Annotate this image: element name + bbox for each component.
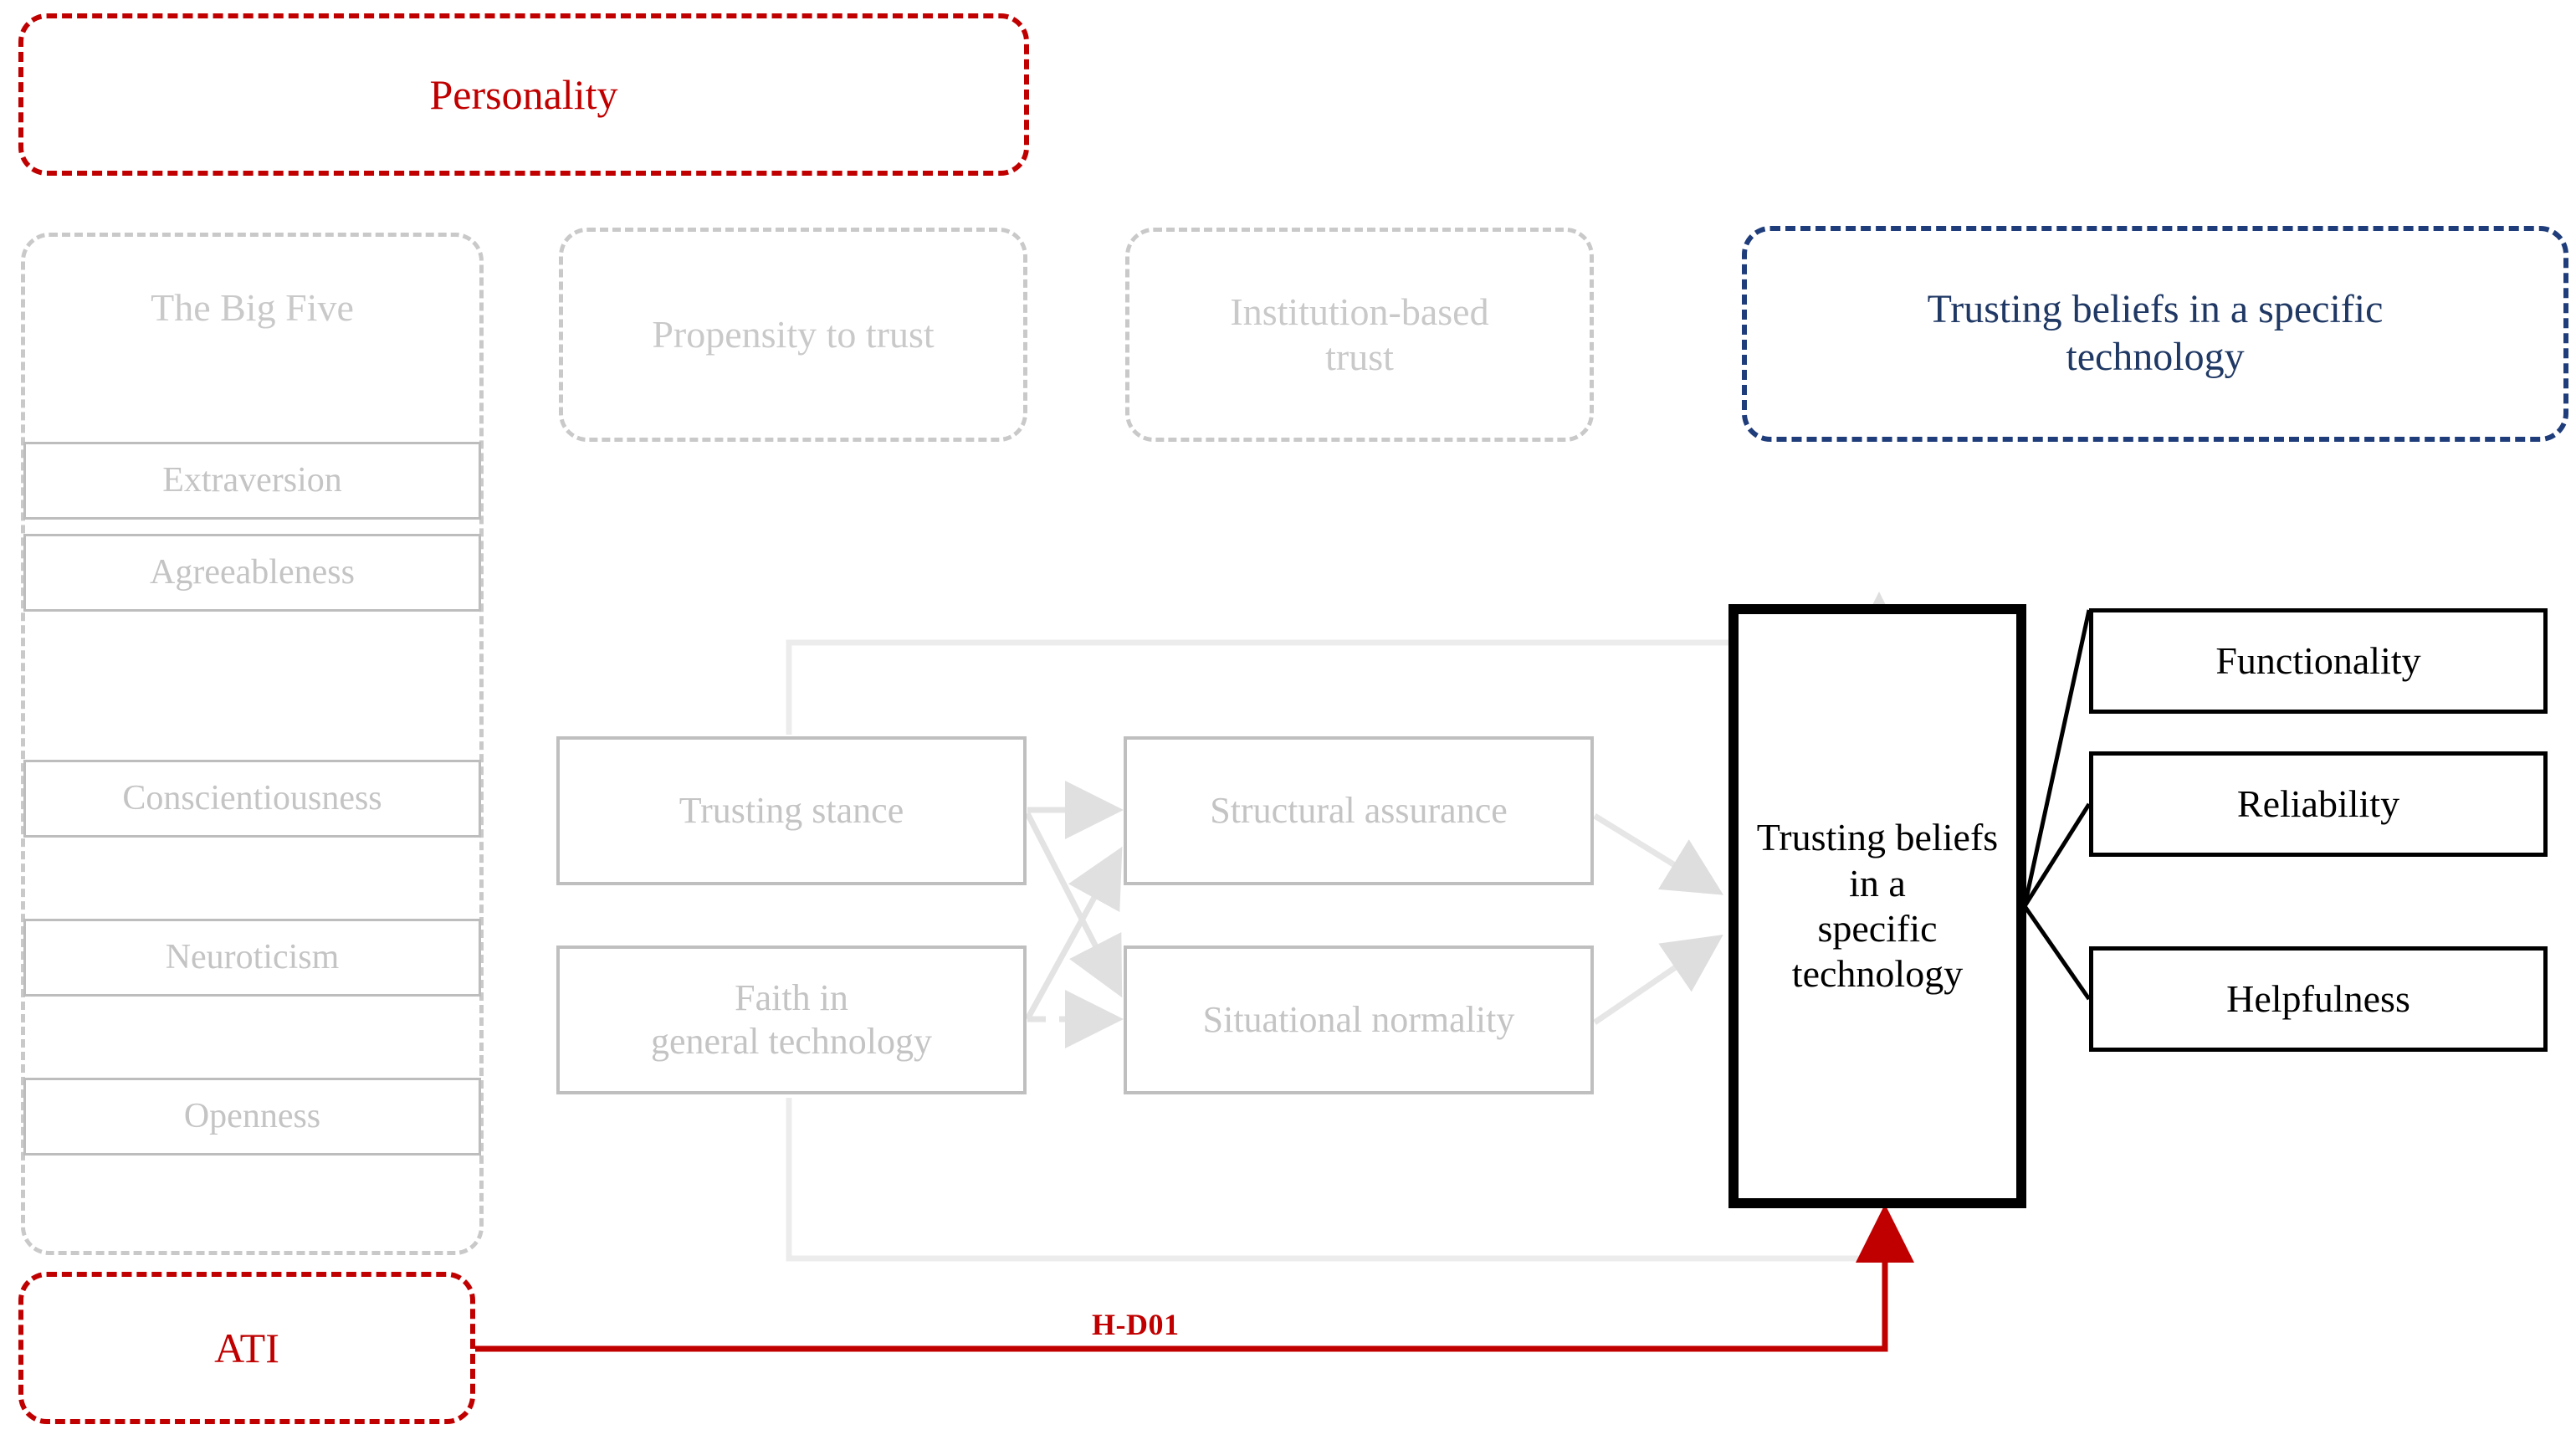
trait-label: Openness [183, 1096, 321, 1135]
trait-label: Conscientiousness [122, 778, 382, 817]
link-faith-bottom-routing [786, 1098, 1879, 1262]
outcome-label: Reliability [2236, 781, 2400, 825]
outcome-box-helpfulness[interactable]: Helpfulness [2089, 946, 2548, 1052]
mediator-box-structural-assurance[interactable]: Structural assurance [1124, 736, 1594, 885]
focal-box-trusting-beliefs-specific-technology[interactable]: Trusting beliefs in a specific technolog… [1728, 604, 2026, 1208]
outcome-box-reliability[interactable]: Reliability [2089, 751, 2548, 857]
mediator-label: Structural assurance [1210, 790, 1508, 832]
link-focal-to-reliability [2022, 802, 2092, 908]
trait-box-openness[interactable]: Openness [23, 1078, 481, 1156]
outcome-box-functionality[interactable]: Functionality [2089, 608, 2548, 714]
group-institution-label: Institution-based trust [1230, 290, 1489, 378]
group-propensity-to-trust[interactable]: Propensity to trust [559, 228, 1027, 442]
mediator-label: Situational normality [1202, 999, 1515, 1041]
mediator-box-trusting-stance[interactable]: Trusting stance [556, 736, 1027, 885]
outcome-label: Helpfulness [2226, 976, 2410, 1020]
link-trusting-stance-to-situational-normality [1024, 812, 1123, 998]
predictor-box-ati[interactable]: ATI [18, 1272, 475, 1424]
trait-box-extraversion[interactable]: Extraversion [23, 442, 481, 520]
link-faith-to-structural-assurance [1024, 846, 1123, 1021]
group-institution-based-trust[interactable]: Institution-based trust [1125, 228, 1594, 442]
group-personality[interactable]: Personality [18, 13, 1029, 176]
group-personality-label: Personality [429, 70, 618, 118]
group-trusting-beliefs-label: Trusting beliefs in a specific technolog… [1927, 287, 2384, 379]
group-trusting-beliefs[interactable]: Trusting beliefs in a specific technolog… [1742, 226, 2568, 442]
link-focal-to-functionality [2022, 609, 2092, 907]
hypothesis-text: H-D01 [1092, 1308, 1180, 1341]
link-ati-to-focal [475, 1204, 1914, 1352]
trait-box-neuroticism[interactable]: Neuroticism [23, 919, 481, 997]
link-trusting-stance-top-to-focal-top [786, 592, 1908, 735]
group-big-five-label: The Big Five [151, 286, 354, 329]
focal-box-label: Trusting beliefs in a specific technolog… [1756, 816, 1999, 996]
predictor-label: ATI [214, 1324, 279, 1371]
link-focal-to-helpfulness [2022, 904, 2092, 1001]
mediator-box-situational-normality[interactable]: Situational normality [1124, 945, 1594, 1094]
mediator-label: Faith in general technology [651, 977, 932, 1062]
link-structural-assurance-to-focal [1593, 813, 1723, 895]
link-situational-normality-to-focal [1593, 935, 1723, 1025]
outcome-label: Functionality [2215, 638, 2421, 682]
mediator-label: Trusting stance [679, 790, 904, 832]
group-big-five[interactable]: The Big Five [21, 233, 484, 1255]
mediator-box-faith-in-general-technology[interactable]: Faith in general technology [556, 945, 1027, 1094]
trait-box-agreeableness[interactable]: Agreeableness [23, 534, 481, 612]
trait-label: Agreeableness [150, 552, 355, 592]
trait-label: Extraversion [162, 460, 342, 500]
group-propensity-label: Propensity to trust [652, 312, 935, 356]
trait-box-conscientiousness[interactable]: Conscientiousness [23, 760, 481, 838]
trait-label: Neuroticism [165, 937, 340, 976]
hypothesis-label-h-d01: H-D01 [1092, 1307, 1180, 1342]
